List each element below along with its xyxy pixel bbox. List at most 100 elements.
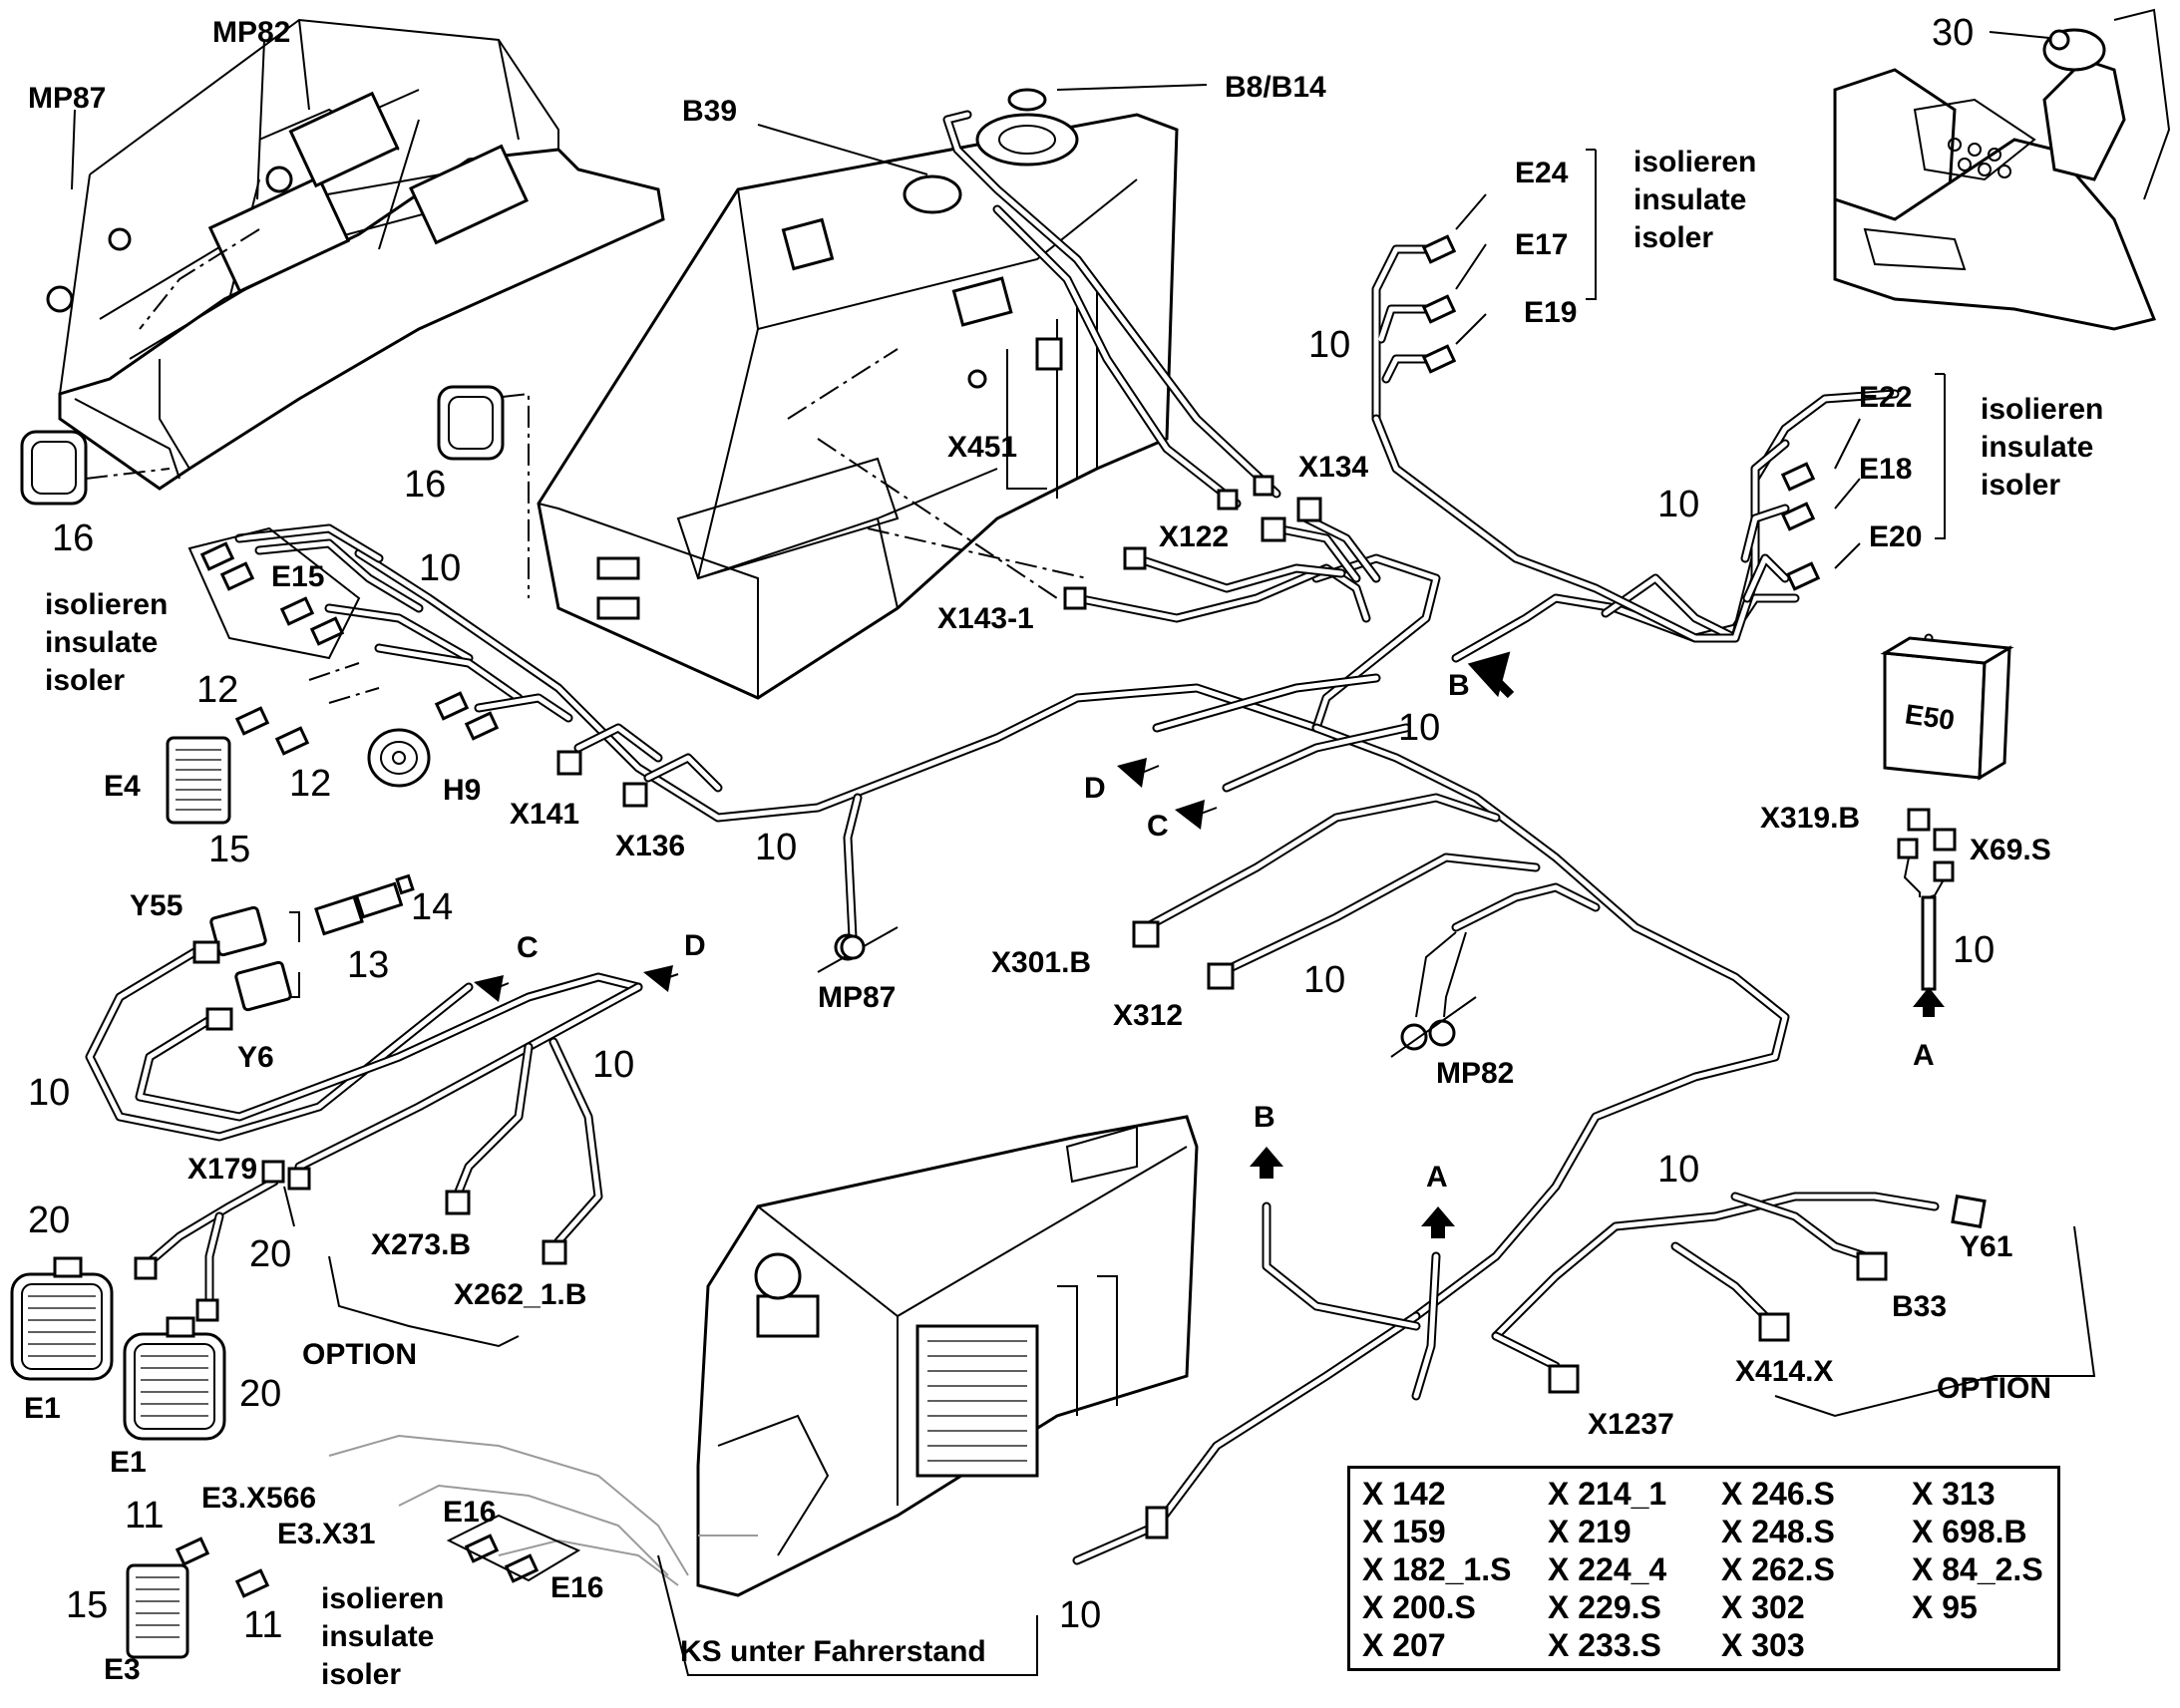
connector-entry: X 207 [1362,1627,1446,1663]
label-11-b: 11 [243,1604,282,1646]
label-y6: Y6 [237,1041,274,1074]
label-a-up: A [1913,1039,1935,1072]
label-12-a: 12 [196,669,238,711]
label-x136: X136 [615,830,685,862]
label-e16-a: E16 [443,1496,496,1529]
label-isolieren-4: isolieren [321,1582,444,1615]
label-mp87-top: MP87 [28,82,106,115]
label-10-i: 10 [28,1072,70,1114]
label-x312: X312 [1113,999,1183,1032]
label-x122: X122 [1159,520,1229,553]
connector-column-2: X 214_1 X 219 X 224_4 X 229.S X 233.S [1548,1475,1666,1664]
label-16-a: 16 [52,517,94,559]
connector-entry: X 303 [1721,1627,1805,1663]
label-b39: B39 [682,95,737,128]
main-harness [85,110,1940,1586]
operator-console-drawing [1833,8,2171,331]
label-30: 30 [1932,12,1974,54]
label-isoler-1: isoler [1634,221,1713,254]
label-isoler-4: isoler [321,1658,401,1691]
diagram-labels: MP82 MP87 B39 B8/B14 30 E24 E17 E19 E22 … [24,12,2103,1691]
label-d-b: D [684,929,706,962]
label-e1-b: E1 [110,1446,147,1479]
horn-h9 [367,728,431,788]
connector-entry: X 248.S [1721,1514,1835,1549]
work-lamp-e4 [166,736,231,825]
label-isoler-2: isoler [1981,469,2060,502]
label-x414x: X414.X [1735,1355,1833,1388]
label-b8-b14: B8/B14 [1225,71,1326,104]
label-e3-x566: E3.X566 [201,1482,316,1515]
control-unit-e50 [1880,636,2014,781]
label-e4: E4 [104,770,141,803]
label-20-c: 20 [239,1373,281,1415]
label-10-j: 10 [1657,1149,1699,1191]
label-insulate-1: insulate [1634,183,1746,216]
label-x301b: X301.B [991,946,1091,979]
label-10-c: 10 [419,547,461,589]
connector-entry: X 159 [1362,1514,1446,1549]
label-isolieren-2: isolieren [1981,393,2103,426]
label-y61: Y61 [1960,1230,2012,1263]
connector-entry: X 698.B [1912,1514,2027,1549]
connector-entry: X 313 [1912,1476,1996,1512]
label-e1-a: E1 [24,1392,61,1425]
label-insulate-2: insulate [1981,431,2093,464]
connector-entry: X 95 [1912,1589,1978,1625]
label-mp82-top: MP82 [212,16,290,49]
connector-entry: X 142 [1362,1476,1446,1512]
label-e18: E18 [1859,453,1912,486]
label-x451: X451 [947,431,1017,464]
connector-entry: X 182_1.S [1362,1551,1512,1587]
label-x273b: X273.B [371,1228,471,1261]
label-isolieren-1: isolieren [1634,146,1756,178]
work-lamp-e1-a [10,1256,114,1381]
label-b-a: B [1448,669,1470,702]
connector-entry: X 246.S [1721,1476,1835,1512]
label-x319b: X319.B [1760,802,1860,835]
tank-console-drawing [537,88,1179,700]
label-x179: X179 [187,1153,257,1186]
connector-column-3: X 246.S X 248.S X 262.S X 302 X 303 [1721,1475,1835,1664]
ground-mp87-lug [840,934,866,960]
valve-y55-y6 [192,905,300,1031]
label-12-b: 12 [289,763,331,805]
label-option-b: OPTION [1937,1372,2051,1405]
label-isoler-3: isoler [45,664,125,697]
label-e15: E15 [271,560,324,593]
label-e17: E17 [1515,228,1568,261]
pad-part-16-left [20,430,171,506]
label-insulate-3: insulate [45,626,158,659]
label-20-a: 20 [28,1199,70,1241]
pad-part-16-right [437,385,530,598]
connector-entry: X 219 [1548,1514,1632,1549]
label-y55: Y55 [130,889,182,922]
label-h9: H9 [443,774,481,807]
connector-entry: X 229.S [1548,1589,1661,1625]
label-15-a: 15 [208,829,250,870]
connector-column-4: X 313 X 698.B X 84_2.S X 95 [1912,1475,2043,1626]
connector-list-box: X 142 X 159 X 182_1.S X 200.S X 207 X 21… [1347,1466,2060,1671]
label-x262-1b: X262_1.B [454,1278,586,1311]
label-e20: E20 [1869,520,1922,553]
label-x69s: X69.S [1970,834,2051,866]
leader-lines [283,84,2096,1676]
label-15-b: 15 [66,1584,108,1626]
electronics-box-drawing [696,1115,1199,1597]
connector-entry: X 214_1 [1548,1476,1667,1512]
label-b-b: B [1254,1101,1275,1134]
label-10-b: 10 [1657,484,1699,525]
fuse-part-13-14 [314,873,415,936]
label-x1237: X1237 [1588,1408,1674,1441]
label-10-h: 10 [592,1044,634,1086]
label-mp82-bottom: MP82 [1436,1057,1514,1090]
label-20-b: 20 [249,1233,291,1275]
connector-entry: X 200.S [1362,1589,1476,1625]
label-16-b: 16 [404,464,446,506]
label-11-a: 11 [125,1495,164,1537]
label-e3: E3 [104,1653,141,1686]
connector-entry: X 84_2.S [1912,1551,2043,1587]
label-10-a: 10 [1308,324,1350,366]
